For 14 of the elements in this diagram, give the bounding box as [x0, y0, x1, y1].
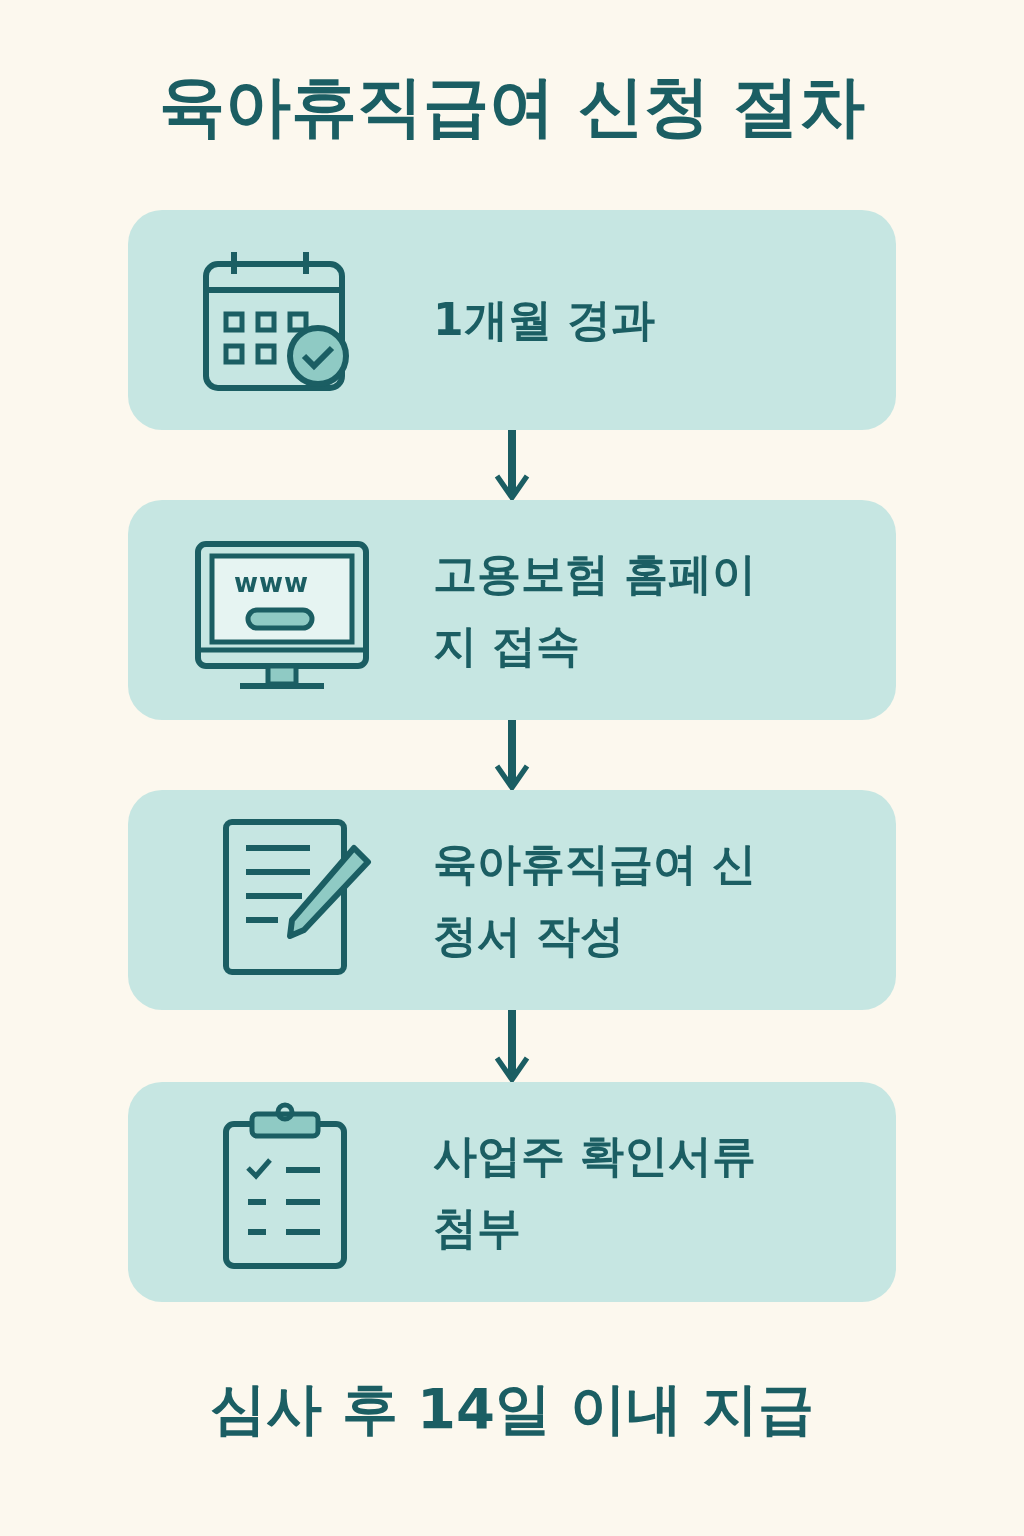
screen-text: www — [234, 568, 310, 598]
step-box — [128, 790, 896, 1010]
step-text: 육아휴직급여 신청서 작성 — [433, 837, 758, 963]
step-box — [128, 1082, 896, 1302]
arrow — [494, 1010, 530, 1083]
step-box — [128, 500, 896, 720]
step-text: 사업주 확인서류 첨부 — [433, 1129, 758, 1255]
arrow — [494, 430, 530, 501]
step-text: 1개월 경과 — [433, 293, 656, 347]
title: 육아휴직급여 신청 절차 — [158, 67, 866, 147]
step-box — [128, 210, 896, 430]
step-text: 고용보험 홈페이지 접속 — [433, 547, 758, 673]
footer-note: 심사 후 14일 이내 지급 — [209, 1375, 815, 1443]
arrow — [494, 720, 530, 791]
